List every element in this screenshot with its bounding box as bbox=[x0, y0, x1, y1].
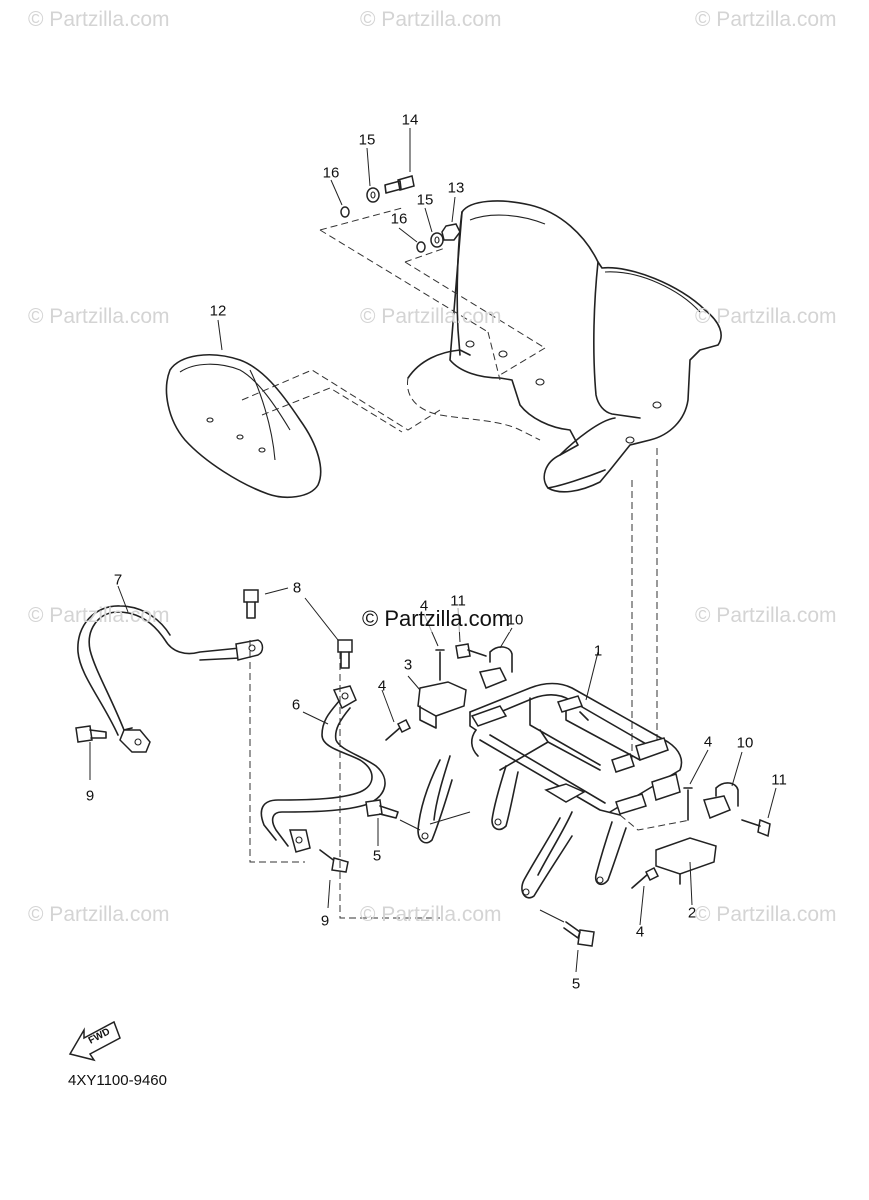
bracket-3 bbox=[381, 613, 467, 741]
watermark: © Partzilla.com bbox=[360, 305, 502, 328]
callout-label: 4 bbox=[419, 597, 429, 615]
callout-label: 9 bbox=[320, 912, 330, 930]
callout-label: 14 bbox=[401, 111, 419, 129]
diagram-code: 4XY1100-9460 bbox=[68, 1072, 167, 1089]
watermark: © Partzilla.com bbox=[695, 903, 837, 926]
seat-pad bbox=[165, 319, 441, 499]
callout-label: 13 bbox=[447, 179, 465, 197]
seat-frame bbox=[417, 651, 683, 899]
callout-label: 4 bbox=[703, 733, 713, 751]
bolt-9-lower bbox=[249, 640, 440, 919]
center-watermark: © Partzilla.com bbox=[362, 606, 511, 632]
callout-label: 15 bbox=[358, 131, 376, 149]
callout-label: 11 bbox=[771, 771, 787, 789]
watermark: © Partzilla.com bbox=[28, 903, 170, 926]
bolt-9-left bbox=[75, 725, 107, 780]
callout-label: 6 bbox=[291, 696, 301, 714]
callout-label: 8 bbox=[292, 579, 302, 597]
watermark: © Partzilla.com bbox=[360, 903, 502, 926]
bolts-8 bbox=[243, 587, 353, 669]
fwd-arrow bbox=[68, 1020, 121, 1062]
callout-label: 3 bbox=[403, 656, 413, 674]
top-hardware bbox=[319, 128, 546, 381]
watermark: © Partzilla.com bbox=[28, 8, 170, 31]
callout-label: 16 bbox=[322, 164, 340, 182]
backrest-assembly bbox=[406, 200, 722, 493]
callout-label: 2 bbox=[687, 904, 697, 922]
callout-label: 15 bbox=[416, 191, 434, 209]
watermark: © Partzilla.com bbox=[28, 604, 170, 627]
grab-bar-right bbox=[260, 685, 386, 853]
callout-label: 4 bbox=[635, 923, 645, 941]
watermark: © Partzilla.com bbox=[360, 8, 502, 31]
callout-label: 1 bbox=[593, 642, 603, 660]
watermark: © Partzilla.com bbox=[695, 604, 837, 627]
callout-label: 11 bbox=[450, 592, 466, 610]
callout-label: 10 bbox=[506, 611, 524, 629]
bolts-5 bbox=[365, 799, 595, 973]
callout-label: 4 bbox=[377, 677, 387, 695]
callout-label: 7 bbox=[113, 571, 123, 589]
callout-label: 9 bbox=[85, 787, 95, 805]
callout-label: 16 bbox=[390, 210, 408, 228]
watermark: © Partzilla.com bbox=[28, 305, 170, 328]
callout-label: 12 bbox=[209, 302, 227, 320]
callout-label: 5 bbox=[372, 847, 382, 865]
callout-label: 10 bbox=[736, 734, 754, 752]
grab-bar-left bbox=[77, 585, 264, 753]
watermark: © Partzilla.com bbox=[695, 305, 837, 328]
callout-label: 5 bbox=[571, 975, 581, 993]
watermark: © Partzilla.com bbox=[695, 8, 837, 31]
bracket-2 bbox=[619, 749, 777, 926]
